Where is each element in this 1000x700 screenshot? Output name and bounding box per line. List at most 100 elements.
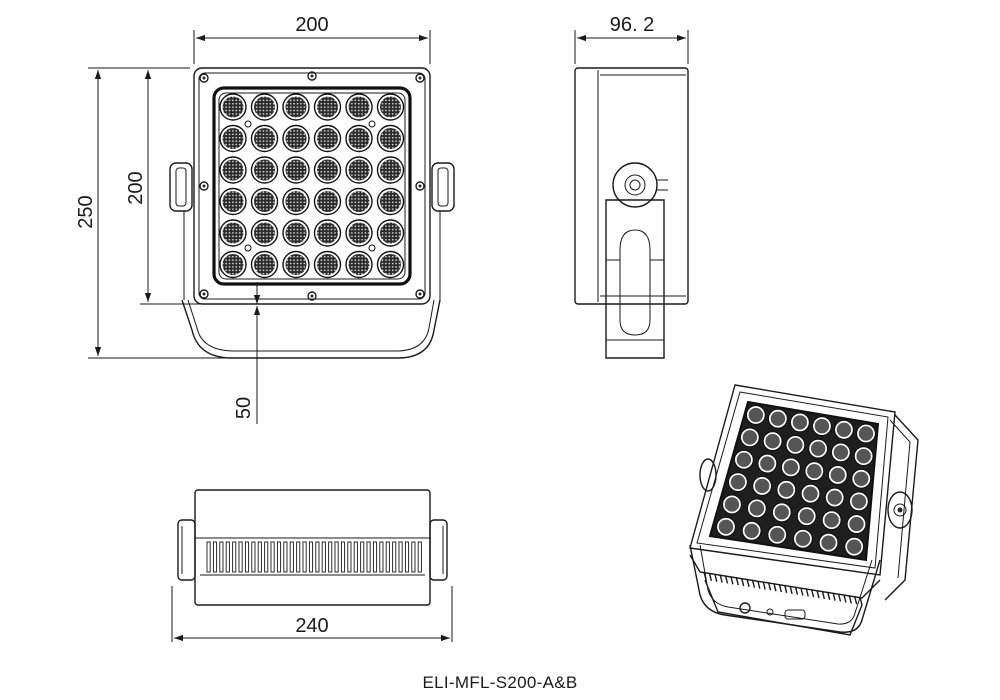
dim-side-depth: 96. 2 [574, 14, 689, 64]
lens [254, 128, 275, 149]
iso-lens [849, 516, 864, 532]
iso-fin [859, 596, 863, 606]
bottom-view [177, 489, 448, 606]
fin [276, 541, 282, 573]
fin [302, 541, 307, 573]
fin [225, 541, 230, 573]
iso-lens [730, 474, 746, 490]
fin [321, 541, 326, 573]
fin [347, 541, 352, 573]
iso-lens [833, 445, 849, 460]
iso-lens [836, 422, 852, 437]
dim-front-panel-height: 200 [125, 67, 262, 305]
lens-screw [244, 120, 252, 128]
lens [380, 128, 401, 149]
fin [353, 541, 358, 573]
dim-front-overall-height: 250 [75, 67, 228, 359]
iso-fin [767, 582, 772, 591]
iso-lens [821, 535, 836, 550]
front-lens-array [219, 93, 405, 279]
lens-screw [368, 120, 376, 128]
lens [317, 159, 338, 181]
fin [392, 541, 397, 573]
iso-fin [773, 583, 777, 592]
lens [285, 191, 307, 212]
lens [285, 128, 307, 149]
heat-sink-fins [206, 541, 422, 573]
lens [380, 222, 401, 244]
dim-label-side-depth: 96. 2 [610, 14, 654, 36]
lens [285, 96, 307, 118]
lens [317, 254, 338, 275]
fin [238, 541, 243, 573]
iso-lens [748, 407, 764, 423]
iso-lens [770, 411, 786, 426]
iso-fin [778, 583, 782, 593]
fin [360, 541, 365, 573]
iso-lens [770, 527, 785, 542]
iso-fin [757, 580, 761, 589]
lens [380, 254, 401, 275]
lens [222, 191, 244, 212]
iso-lens [856, 448, 871, 464]
iso-fin [703, 571, 707, 581]
iso-lens [830, 467, 845, 483]
fin [212, 541, 218, 573]
iso-lens [736, 452, 752, 467]
iso-lens [846, 539, 862, 554]
iso-lens [814, 418, 830, 434]
fin [251, 541, 256, 573]
iso-fin [751, 579, 756, 588]
fin [257, 541, 262, 573]
iso-lens [783, 460, 799, 475]
iso-fin [724, 575, 729, 584]
fin [398, 541, 403, 573]
fin [264, 541, 269, 573]
lens [285, 222, 307, 244]
iso-lens [718, 519, 734, 535]
iso-lens [744, 523, 759, 538]
iso-fin [740, 577, 745, 587]
lens [285, 159, 307, 181]
iso-heat-sink-fins [703, 571, 863, 606]
fin [244, 541, 250, 573]
iso-fin [789, 585, 793, 594]
iso-lens [803, 486, 818, 501]
iso-lens [760, 456, 775, 471]
iso-fin [730, 576, 734, 585]
lens [348, 191, 370, 212]
lens [254, 191, 275, 212]
iso-lens [742, 430, 758, 445]
lens [285, 254, 307, 275]
lens-screw [368, 244, 376, 252]
dim-label-bottom-width: 240 [295, 615, 328, 637]
iso-fin [810, 589, 815, 598]
fin [308, 541, 314, 573]
fin [270, 541, 275, 573]
lens [380, 159, 401, 181]
iso-fin [762, 581, 766, 590]
lens [254, 222, 275, 244]
lens [254, 96, 275, 118]
iso-lens [724, 497, 740, 512]
model-label: ELI-MFL-S200-A&B [422, 673, 577, 692]
fin [232, 541, 237, 573]
lens [348, 128, 370, 149]
lens [317, 191, 338, 212]
iso-lens-array [715, 404, 877, 557]
iso-lens [795, 531, 811, 546]
lens [317, 222, 338, 244]
lens [222, 254, 244, 275]
fin [340, 541, 346, 573]
iso-fin [827, 591, 831, 600]
lens [222, 128, 244, 149]
iso-fin [746, 578, 750, 588]
iso-lens [807, 463, 822, 479]
iso-lens [851, 494, 867, 509]
front-view [169, 67, 455, 359]
lens [348, 222, 370, 244]
lens [348, 254, 370, 275]
iso-fin [832, 592, 836, 601]
lens [222, 96, 244, 118]
